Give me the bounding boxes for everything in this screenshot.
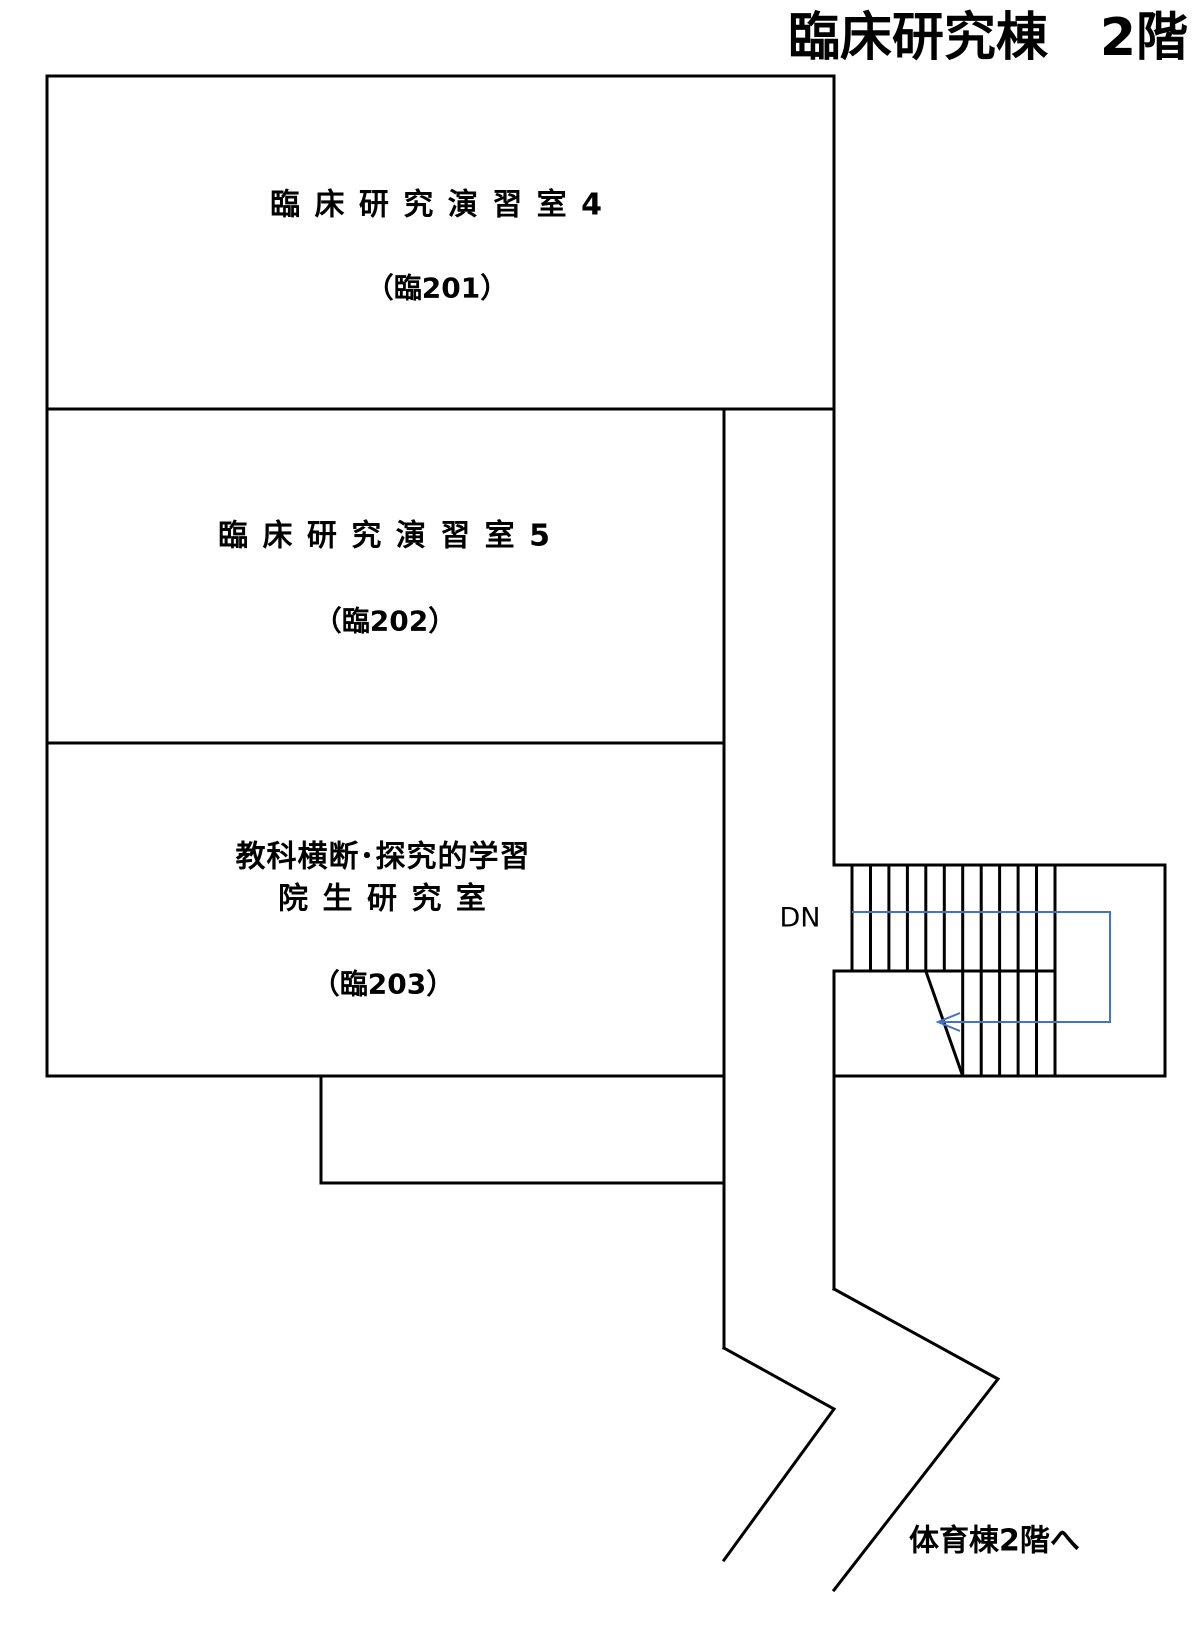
room-203-name-line2: 院 生 研 究 室	[278, 882, 488, 917]
room-201: 臨 床 研 究 演 習 室 4 （臨201）	[270, 188, 604, 305]
room-201-name: 臨 床 研 究 演 習 室 4	[270, 188, 604, 223]
room-202-code: （臨202）	[314, 605, 456, 638]
room-202: 臨 床 研 究 演 習 室 5 （臨202）	[218, 519, 552, 638]
stair-direction-label: DN	[780, 903, 821, 934]
walls	[45, 74, 1167, 1593]
corridor-east-bend	[831, 1286, 1001, 1593]
stair-direction-arrow	[852, 911, 1111, 1032]
room-203: 教科横断･探究的学習 院 生 研 究 室 （臨203）	[236, 840, 531, 1001]
corridor-west-bend	[721, 1345, 837, 1563]
room-203-code: （臨203）	[312, 968, 454, 1001]
stair-arrow-path	[852, 911, 1111, 1023]
floor-title: 臨床研究棟 2階	[788, 8, 1188, 68]
room-202-name: 臨 床 研 究 演 習 室 5	[218, 519, 552, 554]
annex-outline	[319, 1074, 726, 1185]
room-203-name-line1: 教科横断･探究的学習	[236, 840, 531, 875]
room-201-code: （臨201）	[366, 272, 508, 305]
exit-to-gym-label: 体育棟2階へ	[909, 1524, 1080, 1559]
stair-treads	[850, 865, 1057, 1077]
stair-arrow-head-icon	[935, 1012, 961, 1032]
room-201-outline	[45, 74, 836, 411]
